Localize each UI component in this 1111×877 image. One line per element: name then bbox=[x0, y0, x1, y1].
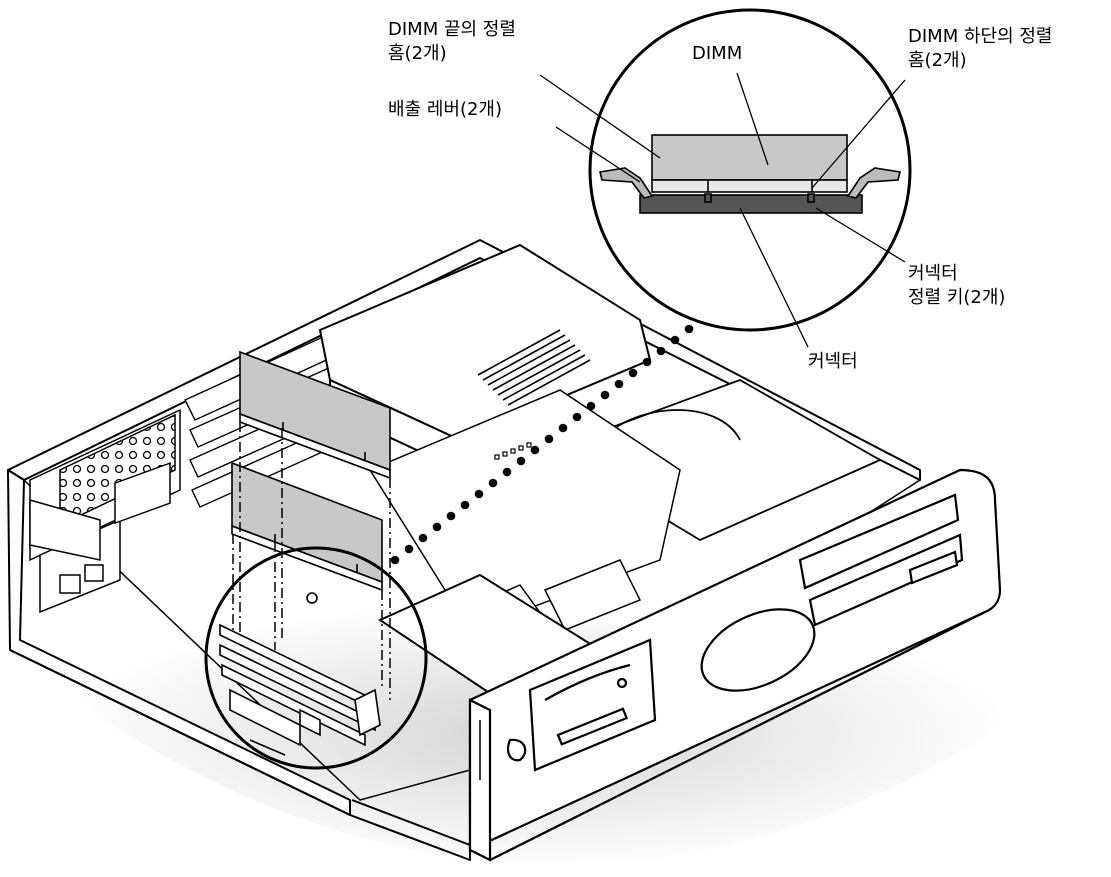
label-eject-levers: 배출 레버(2개) bbox=[388, 98, 502, 122]
dimm-slots-on-board bbox=[219, 592, 381, 756]
label-line: DIMM 하단의 정렬 bbox=[908, 26, 1053, 47]
front-bezel bbox=[468, 468, 1002, 862]
label-line: 홈(2개) bbox=[388, 43, 447, 64]
label-line: DIMM bbox=[692, 43, 743, 64]
label-connector: 커넥터 bbox=[808, 350, 858, 374]
label-dimm-bottom-alignment-notches: DIMM 하단의 정렬 홈(2개) bbox=[908, 25, 1052, 73]
label-line: 배출 레버(2개) bbox=[388, 99, 503, 120]
dimm-module-lower bbox=[231, 461, 383, 592]
label-line: 홈(2개) bbox=[908, 50, 967, 71]
zoom-eject-levers bbox=[599, 167, 901, 199]
label-dimm: DIMM bbox=[692, 42, 742, 66]
board-callout-circle bbox=[204, 546, 428, 770]
zoom-connector bbox=[639, 193, 863, 214]
label-line: 커넥터 bbox=[908, 263, 958, 284]
zoom-leader-dots bbox=[390, 302, 722, 565]
label-leaders bbox=[539, 72, 906, 348]
label-dimm-end-alignment-notches: DIMM 끝의 정렬 홈(2개) bbox=[388, 18, 516, 66]
label-line: 정렬 키(2개) bbox=[908, 287, 1006, 308]
label-connector-alignment-keys: 커넥터 정렬 키(2개) bbox=[908, 262, 1005, 310]
label-line: 커넥터 bbox=[808, 351, 858, 372]
label-line: DIMM 끝의 정렬 bbox=[388, 19, 516, 40]
dimm-module-upper bbox=[239, 350, 391, 480]
alignment-guides bbox=[232, 422, 391, 700]
zoom-dimm bbox=[651, 134, 848, 193]
rear-panel bbox=[29, 408, 181, 614]
